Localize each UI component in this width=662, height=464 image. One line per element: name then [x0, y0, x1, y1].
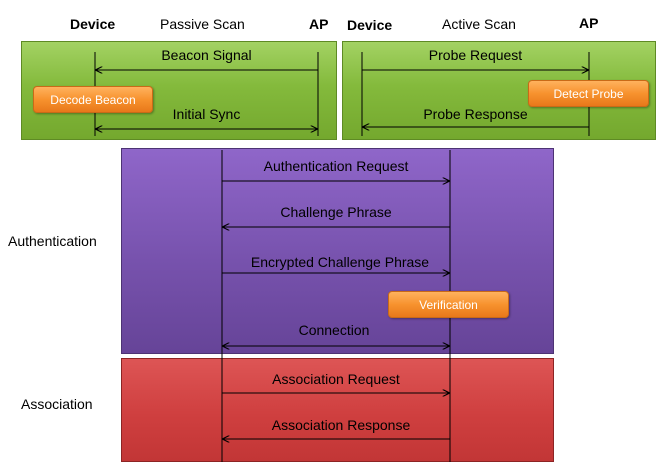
- active-scan-title: Active Scan: [442, 16, 516, 32]
- verification-box: Verification: [388, 291, 509, 318]
- authentication-label: Authentication: [8, 233, 97, 249]
- encrypted-challenge-label: Encrypted Challenge Phrase: [250, 254, 430, 270]
- association-request-label: Association Request: [272, 371, 400, 387]
- authentication-panel: [121, 148, 554, 354]
- initial-sync-label: Initial Sync: [172, 106, 241, 122]
- probe-request-label: Probe Request: [428, 47, 523, 63]
- association-panel: [121, 358, 554, 462]
- passive-device-header: Device: [70, 16, 116, 32]
- passive-scan-title: Passive Scan: [160, 16, 245, 32]
- challenge-phrase-label: Challenge Phrase: [280, 204, 392, 220]
- association-label: Association: [21, 396, 93, 412]
- connection-label: Connection: [298, 322, 370, 338]
- passive-ap-header: AP: [309, 16, 329, 32]
- association-response-label: Association Response: [271, 417, 411, 433]
- beacon-signal-label: Beacon Signal: [161, 47, 252, 63]
- decode-beacon-box: Decode Beacon: [33, 86, 153, 113]
- active-ap-header: AP: [579, 15, 599, 31]
- active-device-header: Device: [347, 17, 393, 33]
- probe-response-label: Probe Response: [423, 106, 528, 122]
- authentication-request-label: Authentication Request: [263, 158, 409, 174]
- detect-probe-box: Detect Probe: [528, 80, 649, 107]
